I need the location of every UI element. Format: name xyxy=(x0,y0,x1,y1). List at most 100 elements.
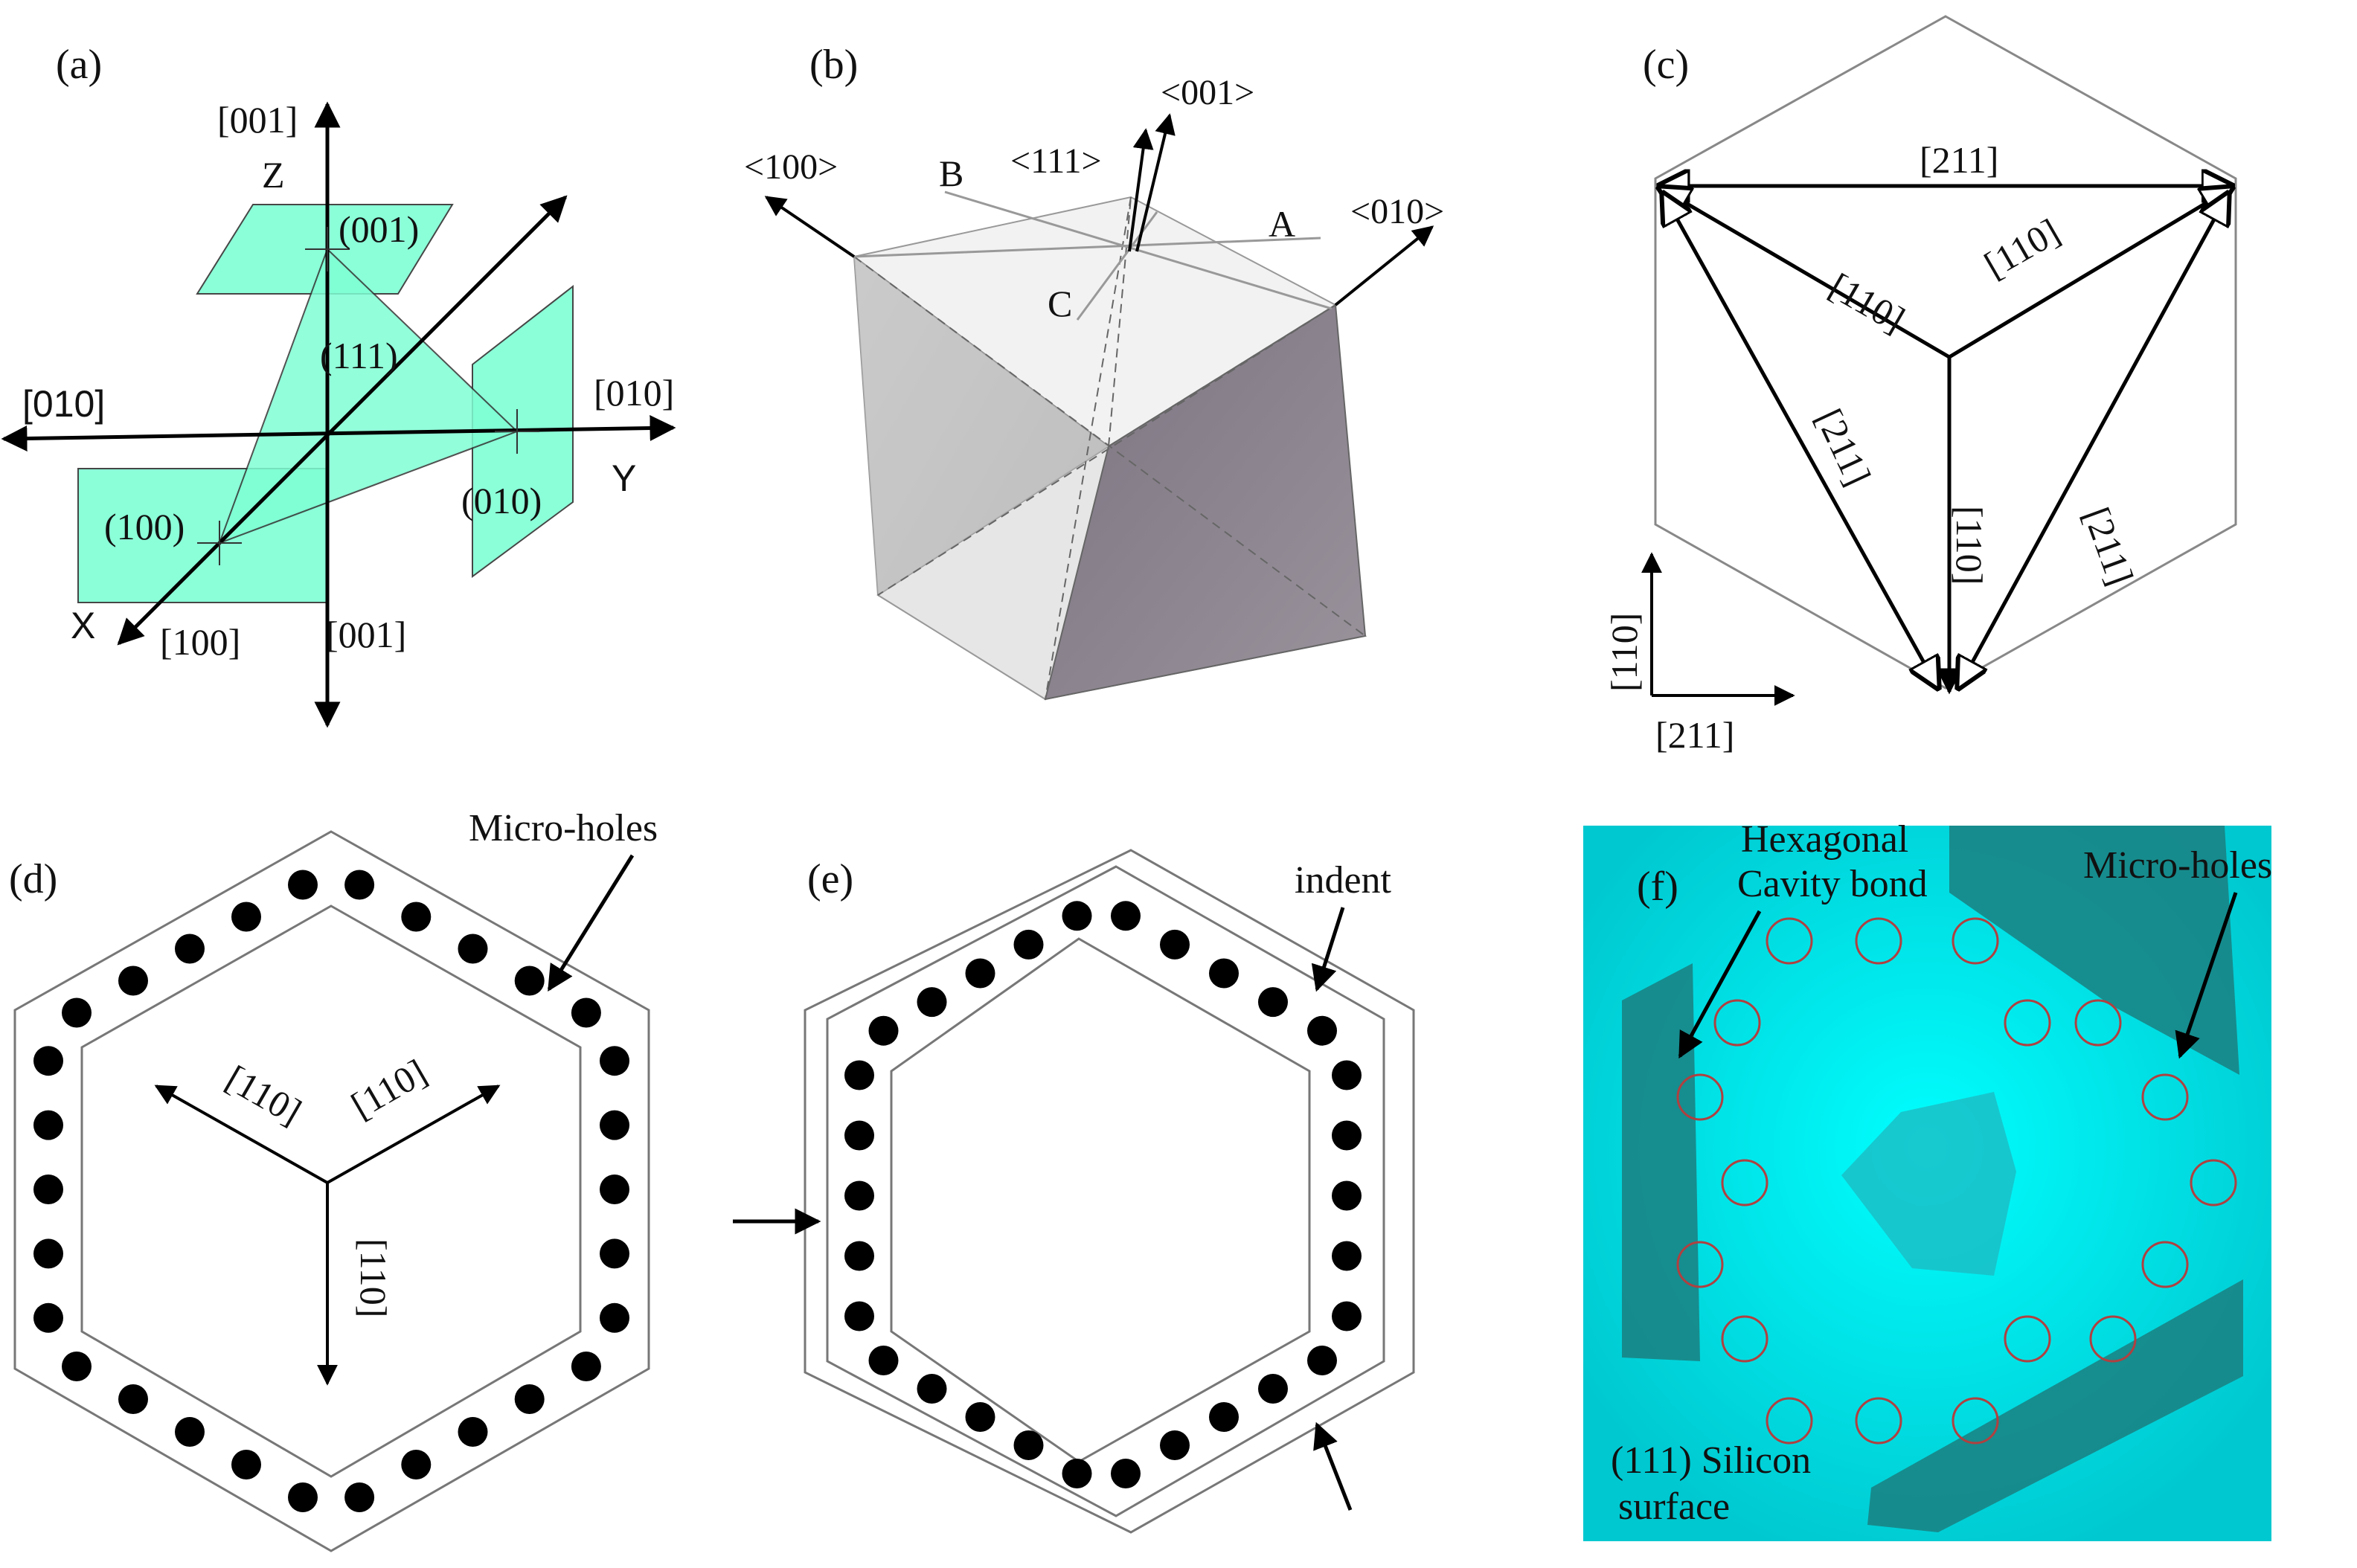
micro-hole xyxy=(844,1301,874,1331)
micro-hole xyxy=(118,965,148,996)
dir-111-arrow xyxy=(1128,128,1154,252)
line-c xyxy=(1076,211,1158,321)
micro-hole xyxy=(33,1110,63,1140)
micro-hole xyxy=(1160,1430,1190,1460)
hexagon-outline xyxy=(1654,15,2237,690)
micro-hole xyxy=(1062,1459,1092,1488)
micro-hole xyxy=(2004,1315,2051,1363)
e-indent-arrow-bottom xyxy=(1313,1421,1353,1511)
micro-hole xyxy=(965,958,995,989)
axis-y-right-label: [010] xyxy=(594,372,674,414)
axis-y-left-label: [010] xyxy=(22,383,105,425)
micro-hole xyxy=(1258,1374,1288,1404)
micro-hole xyxy=(33,1238,63,1269)
dir-100-arrow xyxy=(764,196,856,258)
d-micro-holes xyxy=(33,870,629,1512)
micro-hole xyxy=(118,1384,148,1414)
micro-hole xyxy=(1332,1120,1362,1151)
axis-z-top-label: [001] xyxy=(217,99,298,141)
micro-hole xyxy=(514,965,545,996)
e-annotation: indent xyxy=(1295,859,1392,902)
micro-hole xyxy=(844,1120,874,1151)
micro-hole xyxy=(2089,1315,2137,1363)
axis-x-label: [100] xyxy=(160,621,240,663)
e-cut-hexagon xyxy=(826,865,1385,1517)
micro-hole xyxy=(1332,1241,1362,1271)
plane-100-label: (100) xyxy=(104,506,185,547)
micro-hole xyxy=(1013,1430,1044,1460)
d-annotation: Micro-holes xyxy=(469,807,658,849)
micro-hole xyxy=(458,1417,488,1447)
micro-hole xyxy=(401,1450,432,1479)
micro-hole xyxy=(844,1241,874,1271)
axis-x-name: X xyxy=(71,605,95,646)
micro-hole xyxy=(1209,958,1239,989)
f-cavity-left xyxy=(1622,963,1700,1361)
micro-hole xyxy=(844,1180,874,1211)
micro-hole xyxy=(2074,999,2122,1047)
mark-010 xyxy=(495,409,539,454)
panel-c-label: (c) xyxy=(1643,42,1689,88)
plane-111-label: (111) xyxy=(320,335,398,376)
micro-hole xyxy=(2141,1073,2189,1121)
micro-hole xyxy=(868,1015,899,1046)
panel-c: (c) [211] [110] [110] [211] [211] [110] … xyxy=(1603,15,2237,756)
c-line-left-upper xyxy=(1659,187,1951,359)
mark-001 xyxy=(305,227,350,271)
dir-001-arrow xyxy=(1135,113,1176,252)
e-inner-hexagon xyxy=(890,937,1311,1463)
f-annotation-left-line1: Hexagonal xyxy=(1741,818,1908,861)
micro-hole xyxy=(344,1482,375,1512)
micro-hole xyxy=(2141,1241,2189,1288)
micro-hole xyxy=(1676,1241,1724,1288)
f-cavity-bottom-right xyxy=(1867,1279,2243,1532)
micro-hole xyxy=(2190,1159,2237,1206)
micro-hole xyxy=(1766,917,1813,965)
d-dir-left-arrow xyxy=(154,1085,328,1184)
solid-left-upper xyxy=(854,257,1109,595)
micro-hole xyxy=(344,870,375,900)
d-micro-holes-arrow xyxy=(547,854,635,992)
c-top-label: [211] xyxy=(1920,139,1998,181)
micro-hole xyxy=(600,1110,629,1140)
micro-hole xyxy=(2004,999,2051,1047)
e-outer-hexagon xyxy=(804,849,1415,1534)
f-panel-label: (f) xyxy=(1637,864,1678,910)
d-dir-right-arrow xyxy=(327,1085,501,1184)
f-annotation-right: Micro-holes xyxy=(2083,844,2272,887)
panel-b: (b) <100> B <111> <001> A <010> C xyxy=(744,42,1444,701)
panel-a-label: (a) xyxy=(56,42,102,88)
micro-hole xyxy=(1332,1060,1362,1090)
micro-hole xyxy=(1111,1459,1141,1488)
c-edge-left xyxy=(1663,193,1938,688)
c-legend-horizontal-label: [211] xyxy=(1655,714,1734,756)
mark-100 xyxy=(197,521,242,565)
f-bottom-line1: (111) Silicon xyxy=(1611,1439,1811,1482)
micro-hole xyxy=(231,902,261,932)
c-left-side-label: [211] xyxy=(1808,402,1879,492)
micro-hole xyxy=(1676,1073,1724,1121)
f-bottom-line2: surface xyxy=(1618,1485,1730,1528)
micro-hole xyxy=(62,997,92,1028)
micro-hole xyxy=(175,934,205,964)
panel-e: (e) indent xyxy=(733,849,1415,1534)
panel-d: (d) Micro-holes [110] [110] [110] xyxy=(9,807,658,1552)
f-micro-holes xyxy=(1676,917,2237,1445)
micro-hole xyxy=(1713,999,1761,1047)
micro-hole xyxy=(844,1060,874,1090)
point-b-label: B xyxy=(939,152,963,194)
c-right-upper-label: [110] xyxy=(1978,211,2067,286)
micro-hole xyxy=(1062,901,1092,931)
dir-111-label: <111> xyxy=(1010,141,1102,181)
micro-hole xyxy=(33,1175,63,1204)
panel-f: (f) Hexagonal Cavity bond Micro-holes (1… xyxy=(1583,818,2272,1541)
point-c-label: C xyxy=(1048,283,1072,324)
axis-z-bottom-label: [001] xyxy=(326,614,406,655)
micro-hole xyxy=(1721,1315,1768,1363)
axis-x xyxy=(117,195,568,646)
micro-hole xyxy=(1766,1397,1813,1445)
panel-e-label: (e) xyxy=(807,856,853,902)
micro-hole xyxy=(1332,1301,1362,1331)
micro-hole xyxy=(1332,1180,1362,1211)
